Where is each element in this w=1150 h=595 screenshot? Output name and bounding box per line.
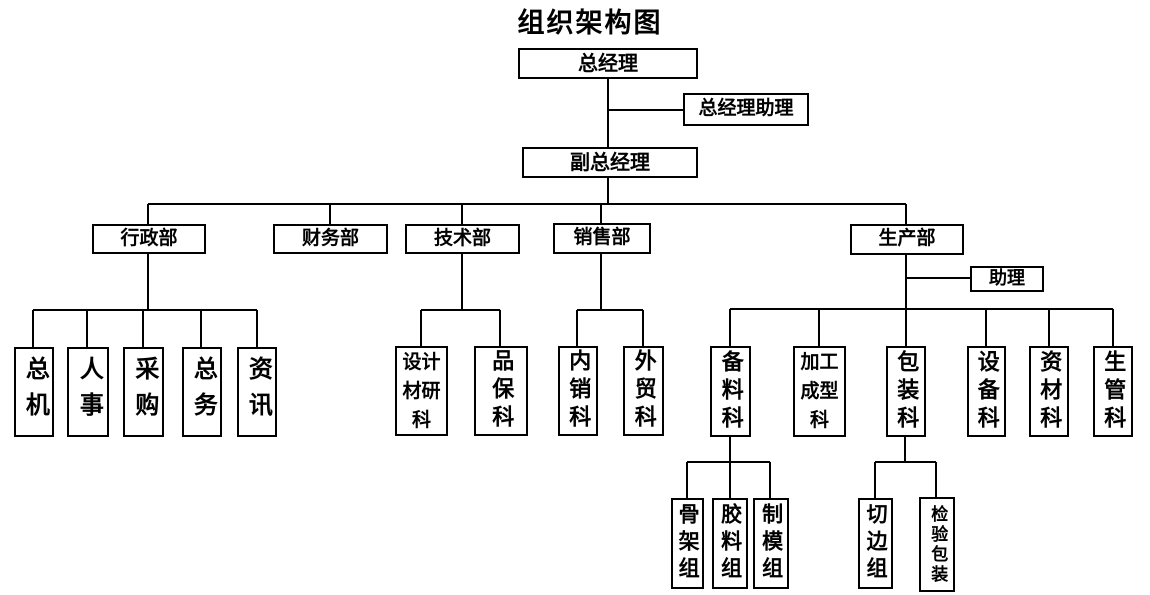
node-trimming-group: 切边组 <box>858 498 893 589</box>
node-general-manager: 总经理 <box>518 48 698 79</box>
node-foreign-trade: 外贸科 <box>623 346 664 436</box>
node-rubber-group: 胶料组 <box>712 498 748 589</box>
node-switchboard: 总机 <box>14 347 54 437</box>
node-packaging: 包装科 <box>886 346 926 437</box>
node-finance-dept: 财务部 <box>273 224 388 254</box>
node-materials: 资材科 <box>1029 346 1069 437</box>
node-inspection-packing: 检验包装 <box>919 497 955 592</box>
node-gm-assistant: 总经理助理 <box>683 93 809 126</box>
node-admin-dept: 行政部 <box>92 224 206 254</box>
node-tech-dept: 技术部 <box>405 224 520 254</box>
node-design-research: 设计材研科 <box>395 346 448 436</box>
node-molding: 加工成型科 <box>793 346 846 437</box>
node-production-control: 生管科 <box>1093 346 1133 437</box>
node-it: 资讯 <box>237 347 277 437</box>
node-production-dept: 生产部 <box>850 224 964 255</box>
node-skeleton-group: 骨架组 <box>671 498 704 589</box>
node-deputy-gm: 副总经理 <box>522 147 698 178</box>
node-sales-dept: 销售部 <box>553 223 651 254</box>
node-general-affairs: 总务 <box>182 347 222 437</box>
node-purchasing: 采购 <box>123 347 164 437</box>
node-material-prep: 备料科 <box>710 346 751 437</box>
node-equipment: 设备科 <box>967 346 1006 437</box>
node-mold-group: 制模组 <box>753 498 789 589</box>
node-qa: 品保科 <box>474 346 528 436</box>
node-assistant: 助理 <box>970 266 1044 292</box>
chart-title: 组织架构图 <box>517 8 663 38</box>
node-hr: 人事 <box>67 347 109 437</box>
node-domestic-sales: 内销科 <box>558 346 598 436</box>
